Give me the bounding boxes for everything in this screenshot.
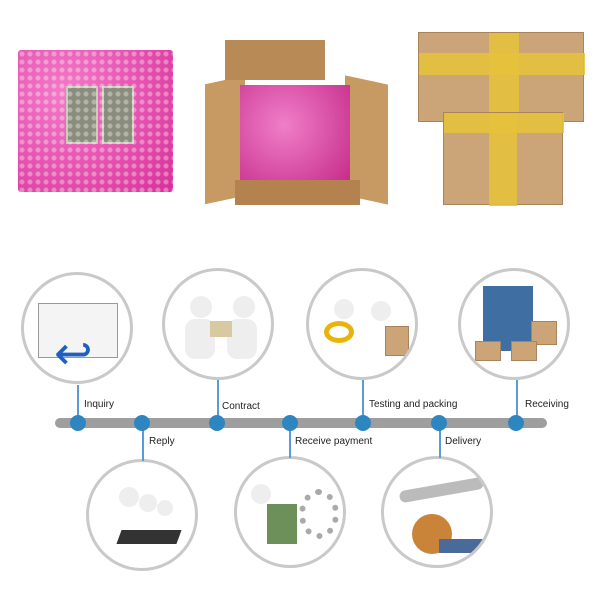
money-icon	[267, 504, 297, 544]
ship-icon	[439, 539, 489, 553]
step-label-payment: Receive payment	[295, 436, 373, 447]
contract-icon	[210, 321, 232, 337]
envelope-icon	[38, 303, 118, 358]
step-dot-inquiry	[70, 415, 86, 431]
step-label-delivery: Delivery	[445, 436, 482, 447]
bubble-bag-photo	[18, 50, 173, 192]
step-dot-receiving	[508, 415, 524, 431]
receiving-circle	[458, 268, 570, 380]
step-label-testing: Testing and packing	[369, 399, 458, 410]
contract-circle	[162, 268, 274, 380]
container-icon	[483, 286, 533, 351]
step-label-contract: Contract	[222, 401, 260, 412]
sealed-boxes-photo	[418, 32, 585, 206]
timeline	[55, 418, 547, 428]
step-dot-contract	[209, 415, 225, 431]
step-dot-reply	[134, 415, 150, 431]
laptop-icon	[116, 530, 182, 544]
payment-circle	[234, 456, 346, 568]
chip-package	[66, 86, 98, 144]
step-dot-delivery	[431, 415, 447, 431]
step-label-inquiry: Inquiry	[84, 399, 115, 410]
magnifier-icon	[324, 321, 354, 343]
delivery-circle	[381, 456, 493, 568]
step-dot-testing	[355, 415, 371, 431]
chip-package	[102, 86, 134, 144]
testing-circle	[306, 268, 418, 380]
step-label-receiving: Receiving	[525, 399, 569, 410]
step-label-reply: Reply	[149, 436, 175, 447]
gears-icon	[299, 489, 339, 539]
open-box-photo	[205, 40, 388, 205]
airplane-icon	[398, 476, 485, 504]
step-dot-payment	[282, 415, 298, 431]
reply-circle	[86, 459, 198, 571]
reply-arrow-icon: ↩	[54, 327, 93, 379]
inquiry-circle: ↩	[21, 272, 133, 384]
